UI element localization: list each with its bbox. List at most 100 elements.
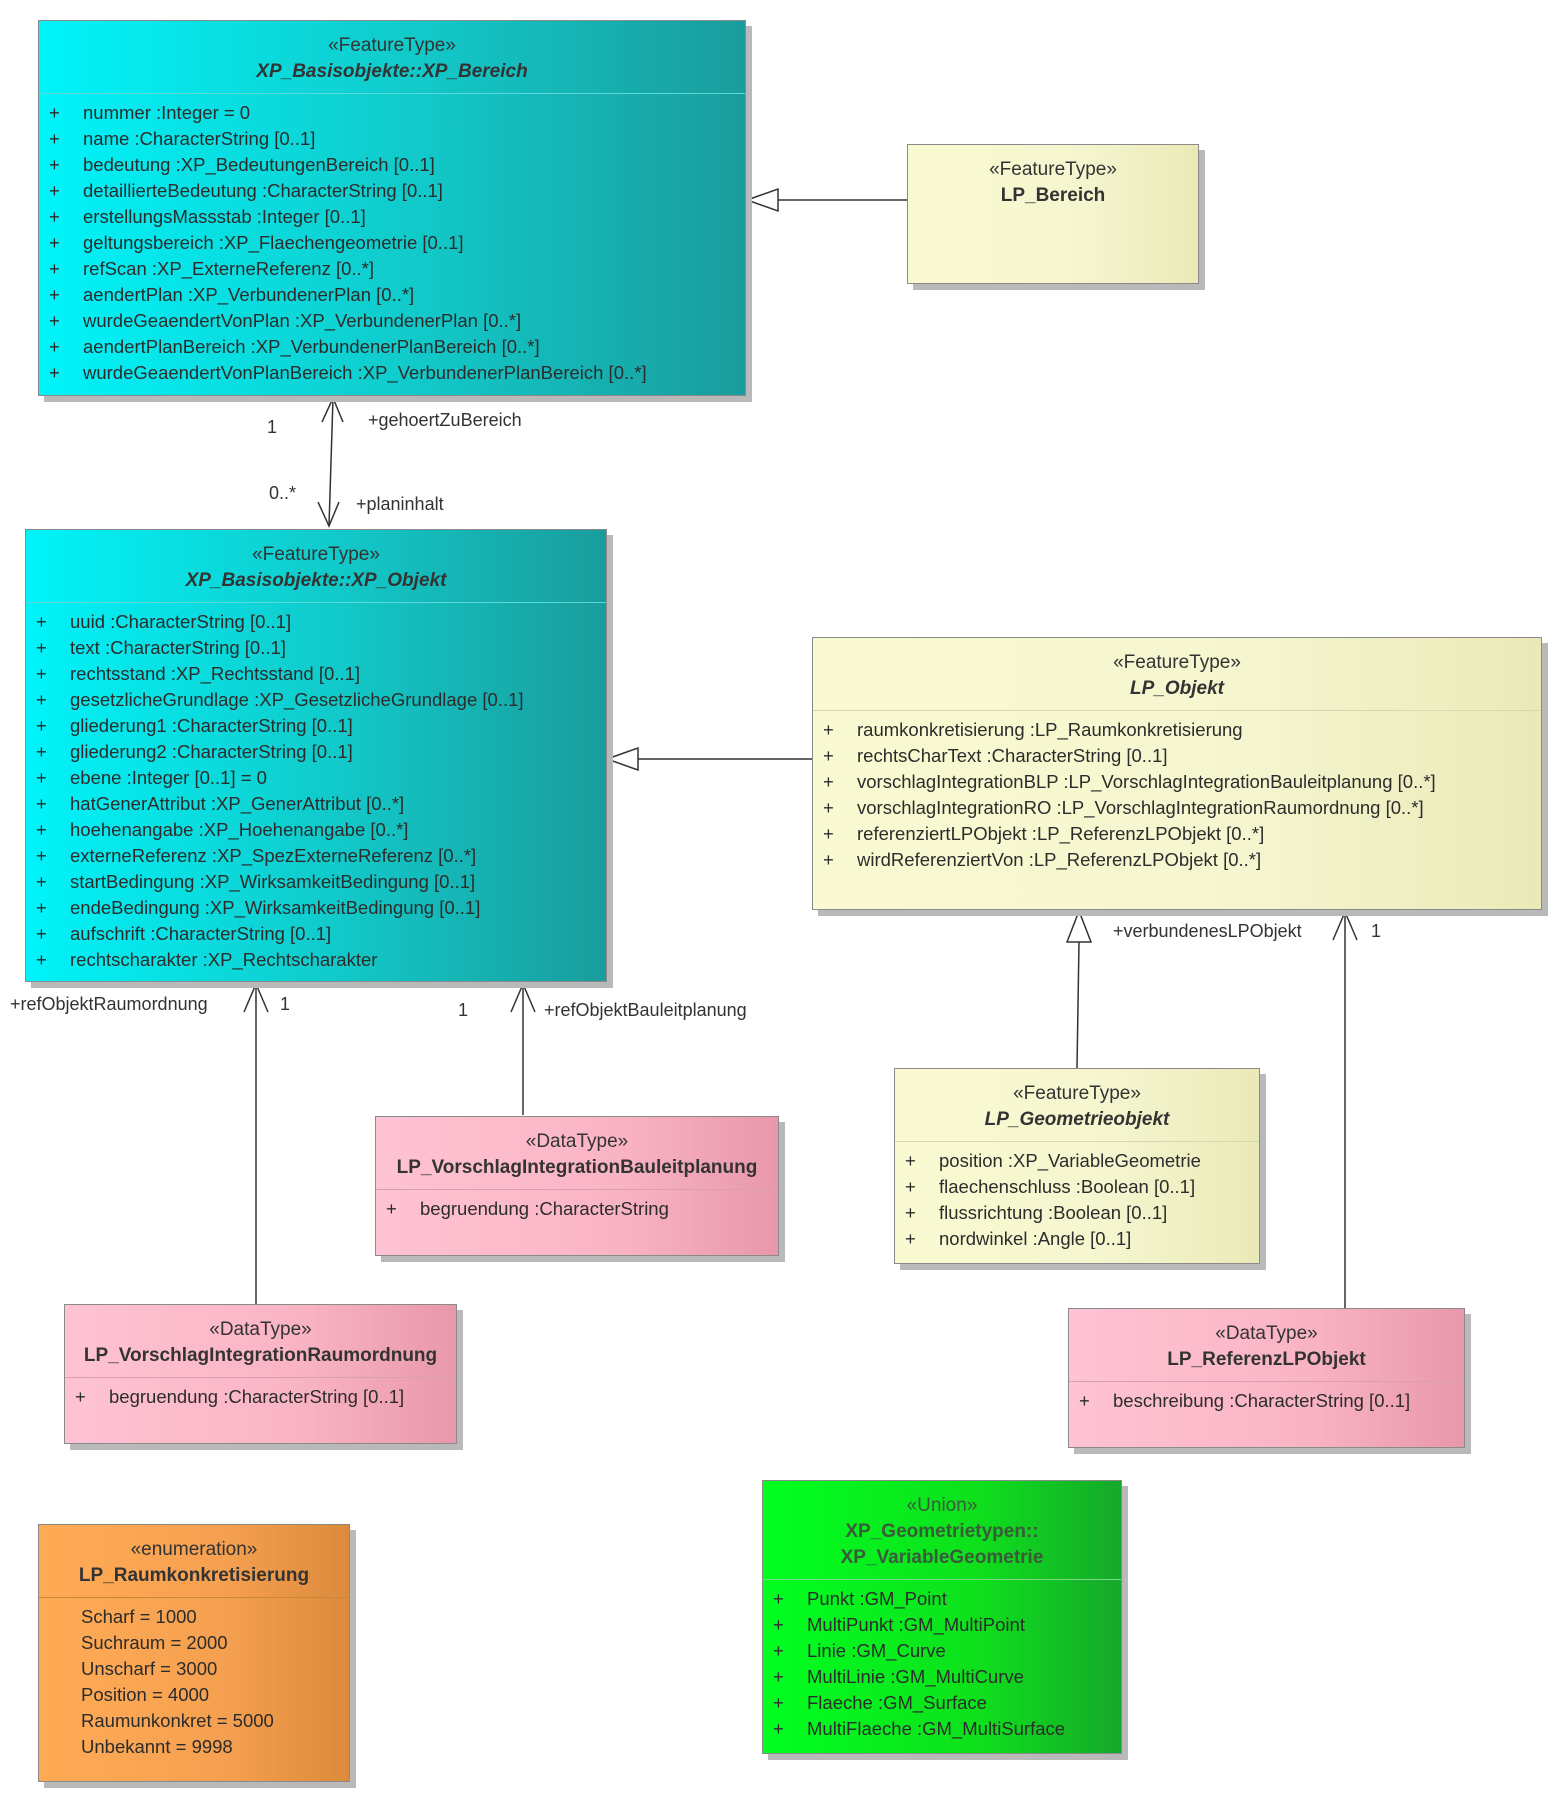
- attribute-text: Punkt :GM_Point: [807, 1588, 947, 1609]
- attribute-text: aufschrift :CharacterString [0..1]: [70, 923, 332, 944]
- attribute-row: +rechtsCharText :CharacterString [0..1]: [813, 743, 1541, 769]
- literal-text: Scharf = 1000: [81, 1606, 197, 1627]
- visibility-marker: +: [36, 663, 47, 684]
- class-lp-bereich[interactable]: «FeatureType» LP_Bereich: [907, 144, 1199, 284]
- class-xp-bereich[interactable]: «FeatureType» XP_Basisobjekte::XP_Bereic…: [38, 20, 746, 396]
- stereotype-label: «FeatureType»: [252, 544, 380, 565]
- visibility-marker: +: [49, 310, 60, 331]
- visibility-marker: +: [823, 719, 834, 740]
- visibility-marker: +: [36, 637, 47, 658]
- attribute-text: wirdReferenziertVon :LP_ReferenzLPObjekt…: [857, 849, 1262, 870]
- attribute-text: Flaeche :GM_Surface: [807, 1692, 987, 1713]
- arrowhead-ref-bauleitplanung: [510, 982, 536, 1013]
- attribute-text: aendertPlan :XP_VerbundenerPlan [0..*]: [83, 284, 415, 305]
- visibility-marker: +: [773, 1666, 784, 1687]
- attribute-text: nordwinkel :Angle [0..1]: [939, 1228, 1132, 1249]
- attribute-row: +gliederung2 :CharacterString [0..1]: [26, 739, 606, 765]
- stereotype-label: «FeatureType»: [1013, 1083, 1141, 1104]
- visibility-marker: +: [49, 206, 60, 227]
- class-lp-objekt[interactable]: «FeatureType» LP_Objekt +raumkonkretisie…: [812, 637, 1542, 910]
- visibility-marker: +: [36, 611, 47, 632]
- attribute-text: externeReferenz :XP_SpezExterneReferenz …: [70, 845, 477, 866]
- stereotype-label: «enumeration»: [130, 1539, 258, 1560]
- attribute-text: flaechenschluss :Boolean [0..1]: [939, 1176, 1196, 1197]
- attribute-text: text :CharacterString [0..1]: [70, 637, 286, 658]
- enum-literal: Suchraum = 2000: [39, 1630, 349, 1656]
- multiplicity-gehoert-zu-bereich: 1: [267, 417, 278, 437]
- attribute-row: +nordwinkel :Angle [0..1]: [895, 1226, 1259, 1252]
- visibility-marker: +: [49, 128, 60, 149]
- stereotype-label: «DataType»: [209, 1319, 312, 1340]
- visibility-marker: +: [773, 1692, 784, 1713]
- visibility-marker: +: [823, 823, 834, 844]
- attribute-text: startBedingung :XP_WirksamkeitBedingung …: [70, 871, 476, 892]
- attribute-row: +detaillierteBedeutung :CharacterString …: [39, 178, 745, 204]
- class-name: LP_VorschlagIntegrationBauleitplanung: [396, 1157, 758, 1178]
- visibility-marker: +: [1079, 1390, 1090, 1411]
- attribute-text: vorschlagIntegrationRO :LP_VorschlagInte…: [857, 797, 1424, 818]
- class-lp-vorschlag-integration-raumordnung[interactable]: «DataType» LP_VorschlagIntegrationRaumor…: [64, 1304, 457, 1444]
- compartment-divider: [763, 1579, 1121, 1580]
- attribute-text: hatGenerAttribut :XP_GenerAttribut [0..*…: [70, 793, 405, 814]
- compartment-divider: [39, 1597, 349, 1598]
- class-header: «FeatureType» LP_Objekt: [813, 638, 1541, 702]
- stereotype-label: «DataType»: [1215, 1323, 1318, 1344]
- visibility-marker: +: [36, 767, 47, 788]
- attribute-text: rechtsstand :XP_Rechtsstand [0..1]: [70, 663, 360, 684]
- role-ref-objekt-raumordnung: +refObjektRaumordnung: [10, 994, 208, 1014]
- attribute-text: bedeutung :XP_BedeutungenBereich [0..1]: [83, 154, 435, 175]
- class-name: LP_Objekt: [1130, 678, 1224, 699]
- stereotype-label: «DataType»: [525, 1131, 629, 1152]
- class-lp-geometrieobjekt[interactable]: «FeatureType» LP_Geometrieobjekt +positi…: [894, 1068, 1260, 1264]
- visibility-marker: +: [49, 336, 60, 357]
- attribute-text: gliederung1 :CharacterString [0..1]: [70, 715, 353, 736]
- attribute-row: + rechtsstand :XP_Rechtsstand [0..1]: [26, 661, 606, 687]
- attribute-list: +nummer :Integer = 0+name :CharacterStri…: [39, 94, 745, 386]
- class-header: «FeatureType» LP_Bereich: [908, 145, 1198, 209]
- attribute-text: aendertPlanBereich :XP_VerbundenerPlanBe…: [83, 336, 540, 357]
- arrowhead-ref-raumordnung: [243, 982, 269, 1013]
- attribute-row: + aendertPlanBereich :XP_VerbundenerPlanB…: [39, 334, 745, 360]
- arrowhead-verbundenes-lp-objekt: [1332, 910, 1358, 941]
- attribute-text: geltungsbereich :XP_Flaechengeometrie [0…: [83, 232, 464, 253]
- class-name: LP_VorschlagIntegrationRaumordnung: [83, 1345, 438, 1366]
- visibility-marker: +: [36, 845, 47, 866]
- attribute-list: +Punkt :GM_Point+MultiPunkt :GM_MultiPoi…: [763, 1580, 1121, 1742]
- class-name: LP_Raumkonkretisierung: [78, 1565, 310, 1586]
- attribute-row: + text :CharacterString [0..1]: [26, 635, 606, 661]
- attribute-row: + Flaeche :GM_Surface: [763, 1690, 1121, 1716]
- compartment-divider: [895, 1141, 1259, 1142]
- visibility-marker: +: [36, 897, 47, 918]
- visibility-marker: +: [905, 1150, 916, 1171]
- class-header: «FeatureType» XP_Basisobjekte::XP_Bereic…: [39, 21, 745, 85]
- visibility-marker: +: [823, 771, 834, 792]
- visibility-marker: +: [773, 1718, 784, 1739]
- visibility-marker: +: [36, 949, 47, 970]
- attribute-text: detaillierteBedeutung :CharacterString […: [83, 180, 443, 201]
- class-header: «FeatureType» XP_Basisobjekte::XP_Objekt: [26, 530, 606, 594]
- attribute-row: +flussrichtung :Boolean [0..1]: [895, 1200, 1259, 1226]
- class-name: LP_Bereich: [1000, 185, 1106, 206]
- class-lp-referenz-lp-objekt[interactable]: «DataType» LP_ReferenzLPObjekt +beschrei…: [1068, 1308, 1465, 1448]
- stereotype-label: «FeatureType»: [328, 35, 456, 56]
- attribute-row: +erstellungsMassstab :Integer [0..1]: [39, 204, 745, 230]
- class-name: LP_ReferenzLPObjekt: [1167, 1349, 1366, 1370]
- class-name: XP_Basisobjekte::XP_Objekt: [185, 570, 447, 591]
- union-xp-variable-geometrie[interactable]: «Union» XP_Geometrietypen:: XP_VariableG…: [762, 1480, 1122, 1754]
- class-xp-objekt[interactable]: «FeatureType» XP_Basisobjekte::XP_Objekt…: [25, 529, 607, 982]
- attribute-text: name :CharacterString [0..1]: [83, 128, 316, 149]
- enum-lp-raumkonkretisierung[interactable]: «enumeration» LP_Raumkonkretisierung Sch…: [38, 1524, 350, 1782]
- visibility-marker: +: [49, 284, 60, 305]
- literal-text: Unbekannt = 9998: [81, 1736, 233, 1757]
- attribute-row: +bedeutung :XP_BedeutungenBereich [0..1]: [39, 152, 745, 178]
- attribute-text: rechtsCharText :CharacterString [0..1]: [857, 745, 1168, 766]
- visibility-marker: +: [36, 715, 47, 736]
- compartment-divider: [376, 1189, 778, 1190]
- visibility-marker: +: [36, 741, 47, 762]
- attribute-row: +begruendung :CharacterString [0..1]: [65, 1384, 456, 1410]
- association-bereich-planinhalt: [328, 397, 334, 527]
- attribute-text: begruendung :CharacterString [0..1]: [109, 1386, 405, 1407]
- visibility-marker: +: [905, 1202, 916, 1223]
- enum-literal: Unbekannt = 9998: [39, 1734, 349, 1760]
- class-lp-vorschlag-integration-bauleitplanung[interactable]: «DataType» LP_VorschlagIntegrationBaulei…: [375, 1116, 779, 1256]
